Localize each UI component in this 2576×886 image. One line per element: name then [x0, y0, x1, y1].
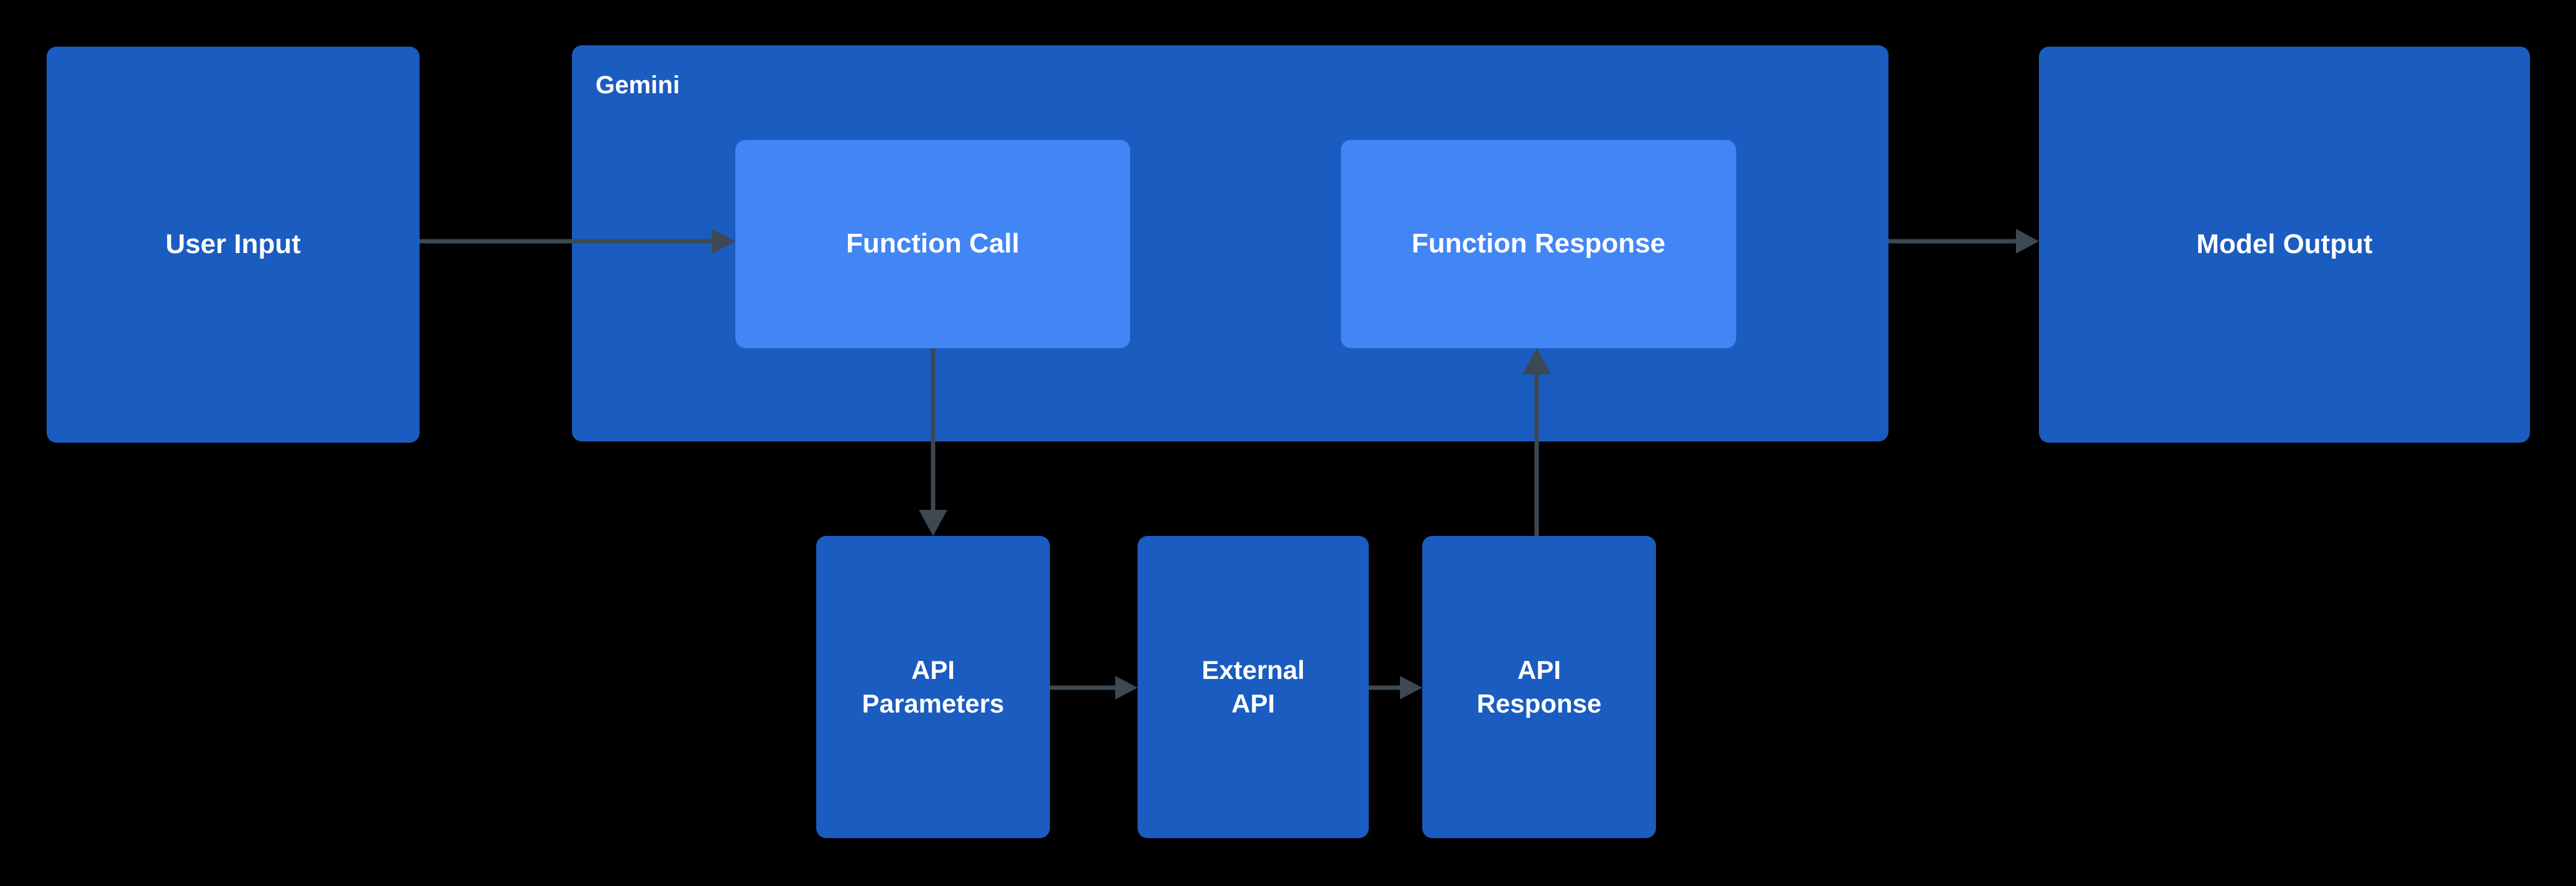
- node-api-response-label-line1: API: [1517, 655, 1561, 685]
- node-api-response-label-line2: Response: [1476, 689, 1602, 718]
- edge-gemini-to-model-output: [1888, 229, 2039, 254]
- node-api-parameters-label-line2: Parameters: [862, 689, 1005, 718]
- node-function-response-label: Function Response: [1411, 228, 1666, 259]
- node-function-call-label: Function Call: [846, 228, 1019, 259]
- node-api-response[interactable]: API Response: [1422, 536, 1656, 838]
- node-model-output[interactable]: Model Output: [2039, 47, 2530, 443]
- node-external-api[interactable]: External API: [1138, 536, 1369, 838]
- node-api-parameters-label-line1: API: [911, 655, 955, 685]
- node-model-output-label: Model Output: [2196, 229, 2373, 260]
- node-function-call[interactable]: Function Call: [735, 140, 1130, 348]
- edge-api-parameters-to-external-api: [1050, 676, 1138, 699]
- node-external-api-label-line2: API: [1231, 689, 1275, 718]
- node-api-parameters[interactable]: API Parameters: [816, 536, 1050, 838]
- edge-external-api-to-api-response: [1369, 676, 1422, 699]
- node-user-input[interactable]: User Input: [47, 47, 420, 443]
- node-user-input-label: User Input: [165, 229, 301, 260]
- node-function-response[interactable]: Function Response: [1341, 140, 1736, 348]
- gemini-group-label: Gemini: [596, 72, 680, 99]
- node-external-api-label-line1: External: [1202, 655, 1305, 685]
